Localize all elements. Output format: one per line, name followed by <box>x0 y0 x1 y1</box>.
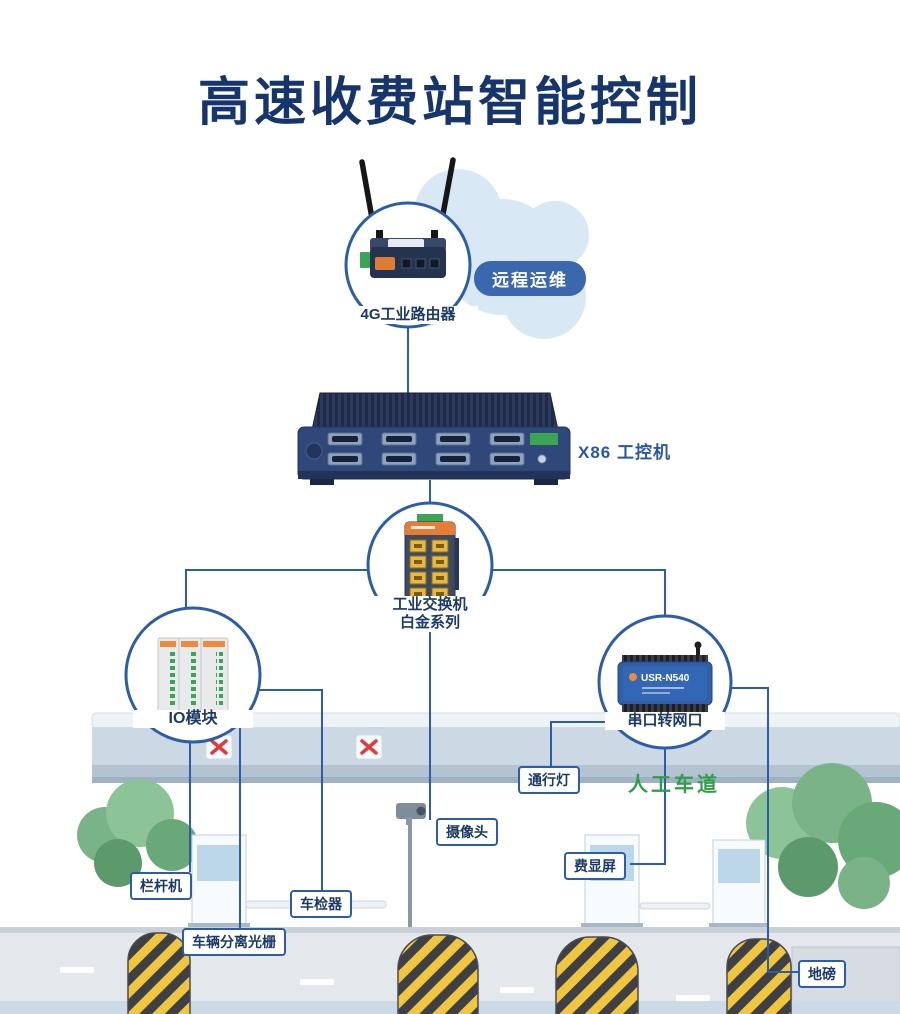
antenna-connector <box>537 454 547 464</box>
switch-label-line2: 白金系列 <box>399 614 460 631</box>
switch-device <box>404 514 459 603</box>
trees-right <box>746 763 900 909</box>
toll-booth <box>581 834 643 933</box>
label-vehicle-separation-grating: 车辆分离光栅 <box>182 928 286 956</box>
toll-booth <box>709 839 769 933</box>
toll-booth <box>188 834 250 933</box>
barrier-arm <box>639 902 711 910</box>
cctv-camera-icon <box>396 803 426 929</box>
io-node <box>124 606 262 744</box>
ipc-device <box>297 392 571 485</box>
io-device <box>157 637 229 713</box>
page-title: 高速收费站智能控制 <box>197 74 702 132</box>
remote-ops-badge: 远程运维 <box>474 261 586 296</box>
label-weighbridge: 地磅 <box>798 960 846 988</box>
router-device <box>360 230 446 278</box>
serial-node: USR-N540 <box>597 614 733 750</box>
serial-device: USR-N540 <box>617 641 713 713</box>
switch-label: 工业交换机 白金系列 <box>368 596 492 632</box>
label-camera: 摄像头 <box>436 818 498 846</box>
serial-label: 串口转网口 <box>605 712 725 730</box>
router-label: 4G工业路由器 <box>338 306 478 324</box>
heatsink <box>311 392 559 431</box>
trees-left <box>77 779 198 887</box>
link-switch-serial <box>492 569 666 618</box>
serial-device-model: USR-N540 <box>641 673 690 684</box>
io-label: IO模块 <box>133 710 253 728</box>
manual-lane-text: 人工车道 <box>628 774 720 796</box>
serial-ports <box>327 432 525 466</box>
terminal-block <box>530 433 558 445</box>
label-pass-light: 通行灯 <box>518 766 580 794</box>
label-fee-display: 费显屏 <box>564 852 626 880</box>
router-node <box>344 157 472 329</box>
ipc-label: X86 工控机 <box>578 443 671 462</box>
lane-closed-icon <box>205 734 233 760</box>
label-vehicle-detector: 车检器 <box>290 890 352 918</box>
label-barrier-machine: 栏杆机 <box>130 872 192 900</box>
switch-label-line1: 工业交换机 <box>392 596 468 613</box>
fan-emblem <box>305 442 323 460</box>
lane-closed-icon <box>355 734 383 760</box>
